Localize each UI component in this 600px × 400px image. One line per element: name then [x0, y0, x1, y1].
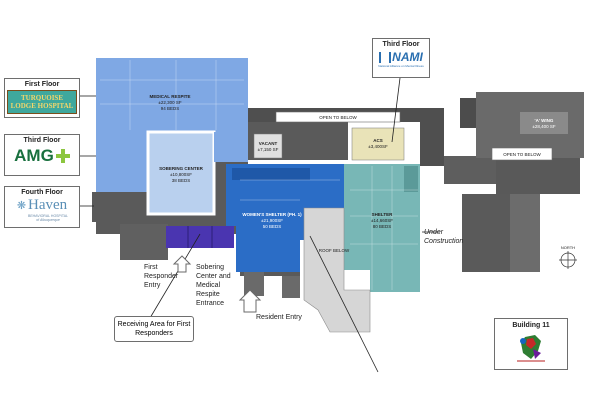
receiving-area	[166, 226, 234, 248]
vacant-label: VACANT	[259, 141, 278, 146]
haven-flower-icon: ❋	[16, 200, 27, 212]
medical-respite-area-east	[214, 132, 248, 162]
third-floor-title: Third Floor	[23, 137, 61, 144]
medical-respite-area	[96, 58, 248, 132]
resident-entry-arrow	[238, 289, 262, 313]
south-entry-block	[282, 276, 300, 298]
north-label: NORTH	[561, 245, 575, 250]
nami-logo-sub: National Alliance on Mental Illness	[378, 64, 424, 68]
womens-shelter-area	[226, 164, 344, 272]
shelter-stair	[404, 166, 418, 192]
roof-below-label: ROOF BELOW	[319, 248, 350, 253]
a-wing-room	[520, 112, 568, 134]
sobering-label: SOBERING CENTER	[159, 166, 204, 171]
womens-shelter-area-label: ±21,900SF	[261, 218, 283, 223]
acs-area	[351, 127, 405, 161]
third-floor-amg-callout: Third Floor AMG	[4, 134, 80, 176]
amg-logo-text: AMG	[14, 146, 54, 165]
medical-respite-beds-label: 94 BEDS	[161, 106, 180, 111]
medical-respite-area-west	[96, 132, 148, 192]
medical-respite-area-label: ±22,300 SF	[158, 100, 181, 105]
room-labels: MEDICAL RESPITE ±22,300 SF 94 BEDS SOBER…	[150, 94, 556, 253]
interior-walls	[100, 60, 418, 290]
fourth-floor-title: Fourth Floor	[21, 189, 63, 196]
under-construction-label: Under Construction	[424, 229, 464, 245]
shelter-area	[344, 164, 420, 292]
haven-logo-text: Haven	[28, 197, 68, 213]
first-responder-entry-label: First Responder Entry	[144, 264, 179, 289]
first-floor-title: First Floor	[24, 81, 60, 88]
a-wing-area-label: ±28,400 SF	[532, 124, 555, 129]
open-to-below-label-1: OPEN TO BELOW	[319, 115, 357, 120]
womens-shelter-beds-label: 50 BEDS	[263, 224, 282, 229]
shelter-beds-label: 80 BEDS	[373, 224, 392, 229]
turquoise-lodge-logo: TURQUOISE LODGE HOSPITAL	[7, 90, 77, 114]
a-wing-label: 'A' WING	[535, 118, 554, 123]
womens-shelter-corridor	[232, 168, 310, 180]
turquoise-lodge-logo-text: TURQUOISE LODGE HOSPITAL	[10, 94, 74, 110]
nami-logo: NAMI	[373, 50, 429, 64]
haven-logo-sub2: of Albuquerque	[36, 218, 60, 222]
receiving-area-callout: Receiving Area for First Responders	[114, 316, 194, 342]
vacant-area	[253, 133, 283, 159]
fourth-floor-callout: Fourth Floor ❋ Haven BEHAVIORAL HOSPITAL…	[4, 186, 80, 228]
first-floor-callout: First Floor TURQUOISE LODGE HOSPITAL	[4, 78, 80, 118]
womens-shelter-label: WOMEN'S SHELTER (PH. 1)	[242, 212, 302, 217]
medical-respite-label: MEDICAL RESPITE	[150, 94, 191, 99]
building-11-callout: Building 11	[494, 318, 568, 370]
open-to-below-label-2: OPEN TO BELOW	[503, 152, 541, 157]
open-to-below-strip	[275, 111, 401, 123]
acs-area-label: ±3,400SF	[368, 144, 388, 149]
third-floor-nami-title: Third Floor	[382, 41, 420, 48]
roof-below-area	[303, 207, 371, 333]
third-floor-nami-callout: Third Floor NAMI National Alliance on Me…	[372, 38, 430, 78]
shelter-label: SHELTER	[372, 212, 393, 217]
leader-lines	[80, 77, 440, 373]
sobering-center-area	[146, 130, 216, 216]
amg-logo: AMG	[5, 146, 79, 166]
shelter-area-label: ±14,660SF	[371, 218, 393, 223]
sobering-area-label: ±10,800SF	[170, 172, 192, 177]
receiving-area-label: Receiving Area for First Responders	[117, 321, 191, 337]
vacant-area-label: ±7,150 SF	[258, 147, 279, 152]
a-wing-open-to-below	[491, 147, 553, 161]
north-arrow: NORTH	[559, 245, 577, 269]
amg-cross-icon	[55, 149, 70, 163]
sobering-entrance-label: Sobering Center and Medical Respite Entr…	[196, 264, 231, 307]
building-11-emblem-icon	[517, 335, 545, 362]
haven-logo-sub: BEHAVIORAL HOSPITAL	[27, 214, 68, 218]
entry-arrows	[172, 255, 262, 313]
sobering-beds-label: 38 BEDS	[172, 178, 191, 183]
acs-label: ACS	[373, 138, 383, 143]
nami-logo-mark	[379, 51, 392, 63]
resident-entry-label: Resident Entry	[256, 314, 302, 321]
building-11-title: Building 11	[512, 322, 550, 329]
south-stair	[244, 272, 264, 296]
haven-logo: ❋ Haven	[5, 197, 79, 214]
nami-logo-text: NAMI	[392, 50, 423, 64]
